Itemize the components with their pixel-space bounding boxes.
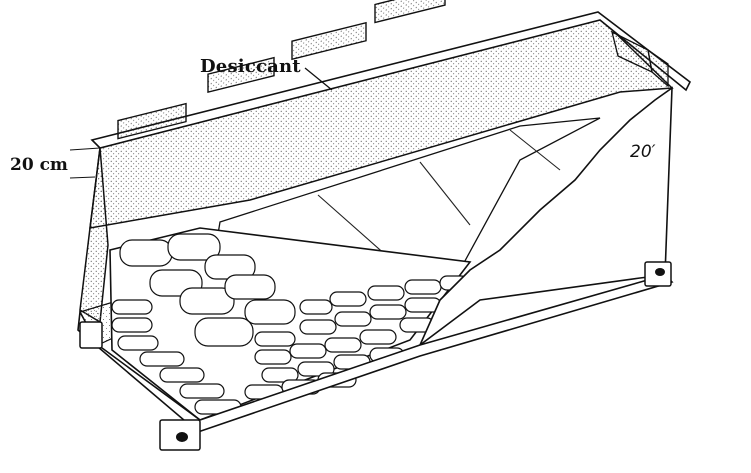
desiccant-pack-2 (207, 56, 275, 94)
desiccant-leader-line (304, 67, 333, 91)
desiccant-pack-1 (117, 102, 187, 140)
container-size-label: 20′ (630, 142, 656, 162)
desiccant-packs (117, 0, 446, 140)
corner-castings (79, 261, 672, 451)
desiccant-pack-3 (291, 21, 367, 61)
desiccant-label: Desiccant (200, 56, 301, 77)
casting-hole-front (176, 432, 188, 442)
front-wall-cutaway (418, 86, 673, 348)
casting-hole-right (655, 268, 665, 276)
desiccant-pack-4 (374, 0, 446, 24)
desiccant-pack-end (611, 30, 669, 88)
ventilation-gap-label: 20 cm (10, 155, 68, 175)
gap-dimension-lines (69, 147, 101, 179)
